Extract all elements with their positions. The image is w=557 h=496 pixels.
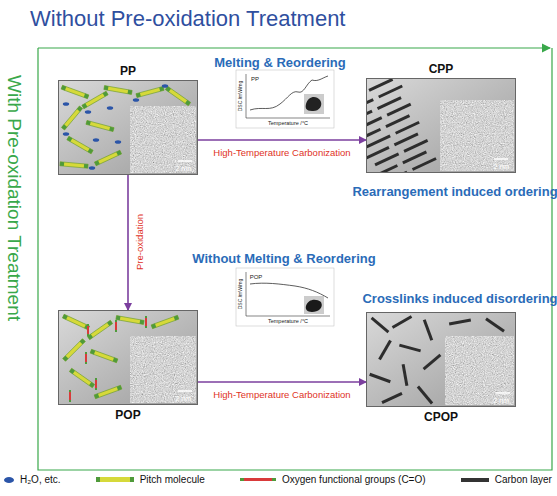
- scale-bar-label: 2 nm: [175, 395, 191, 402]
- edge-label: High-Temperature Carbonization: [213, 147, 350, 158]
- legend-swatch: [96, 477, 134, 482]
- scale-bar-label: 2 nm: [493, 163, 509, 170]
- scale-bar-label: 2 nm: [493, 397, 509, 404]
- image-panel: CPOP2 nm: [366, 312, 516, 407]
- result-heading: Rearrangement induced ordering: [352, 184, 557, 199]
- scale-bar-label: 2 nm: [175, 165, 191, 172]
- legend-text: Oxygen functional groups (C=O): [282, 474, 426, 485]
- process-arrow: [198, 381, 366, 383]
- edge-label: High-Temperature Carbonization: [213, 389, 350, 400]
- result-heading: Crosslinks induced disordering: [362, 291, 557, 306]
- stage-heading: Melting & Reordering: [214, 55, 345, 70]
- stage-heading: Without Melting & Reordering: [192, 251, 375, 266]
- image-panel: PP2 nm: [58, 80, 198, 175]
- legend: H₂O, etc. Pitch molecule Oxygen functional…: [4, 474, 552, 485]
- panel-name: PP: [59, 64, 197, 78]
- image-panel: POP2 nm: [58, 310, 198, 405]
- legend-swatch: [461, 478, 489, 482]
- legend-item: Oxygen functional groups (C=O): [240, 474, 426, 485]
- legend-swatch: [4, 477, 14, 483]
- process-arrow: [127, 175, 129, 310]
- panel-name: CPP: [367, 62, 515, 76]
- legend-text: Pitch molecule: [140, 474, 205, 485]
- legend-text: Carbon layer: [495, 474, 552, 485]
- axis-label: Temperature /°C: [268, 120, 308, 126]
- title: Without Pre-oxidation Treatment: [30, 6, 345, 32]
- legend-item: H₂O, etc.: [4, 474, 61, 485]
- axis-label: DSC /mW/mg: [237, 81, 243, 112]
- image-panel: CPP2 nm: [366, 78, 516, 173]
- legend-item: Carbon layer: [461, 474, 552, 485]
- axis-label: Temperature /°C: [268, 318, 308, 324]
- panel-name: CPOP: [367, 410, 515, 424]
- process-arrow: [198, 139, 366, 141]
- series-name: POP: [250, 274, 263, 280]
- series-name: PP: [251, 76, 259, 82]
- legend-item: Pitch molecule: [96, 474, 205, 485]
- legend-text: H₂O, etc.: [20, 474, 61, 485]
- axis-heading: With Pre-oxidation Treatment: [3, 75, 25, 321]
- legend-swatch: [240, 478, 276, 481]
- axis-label: DSC /mW/mg: [237, 279, 243, 310]
- panel-name: POP: [59, 408, 197, 422]
- edge-label: Pre-oxidation: [134, 214, 145, 270]
